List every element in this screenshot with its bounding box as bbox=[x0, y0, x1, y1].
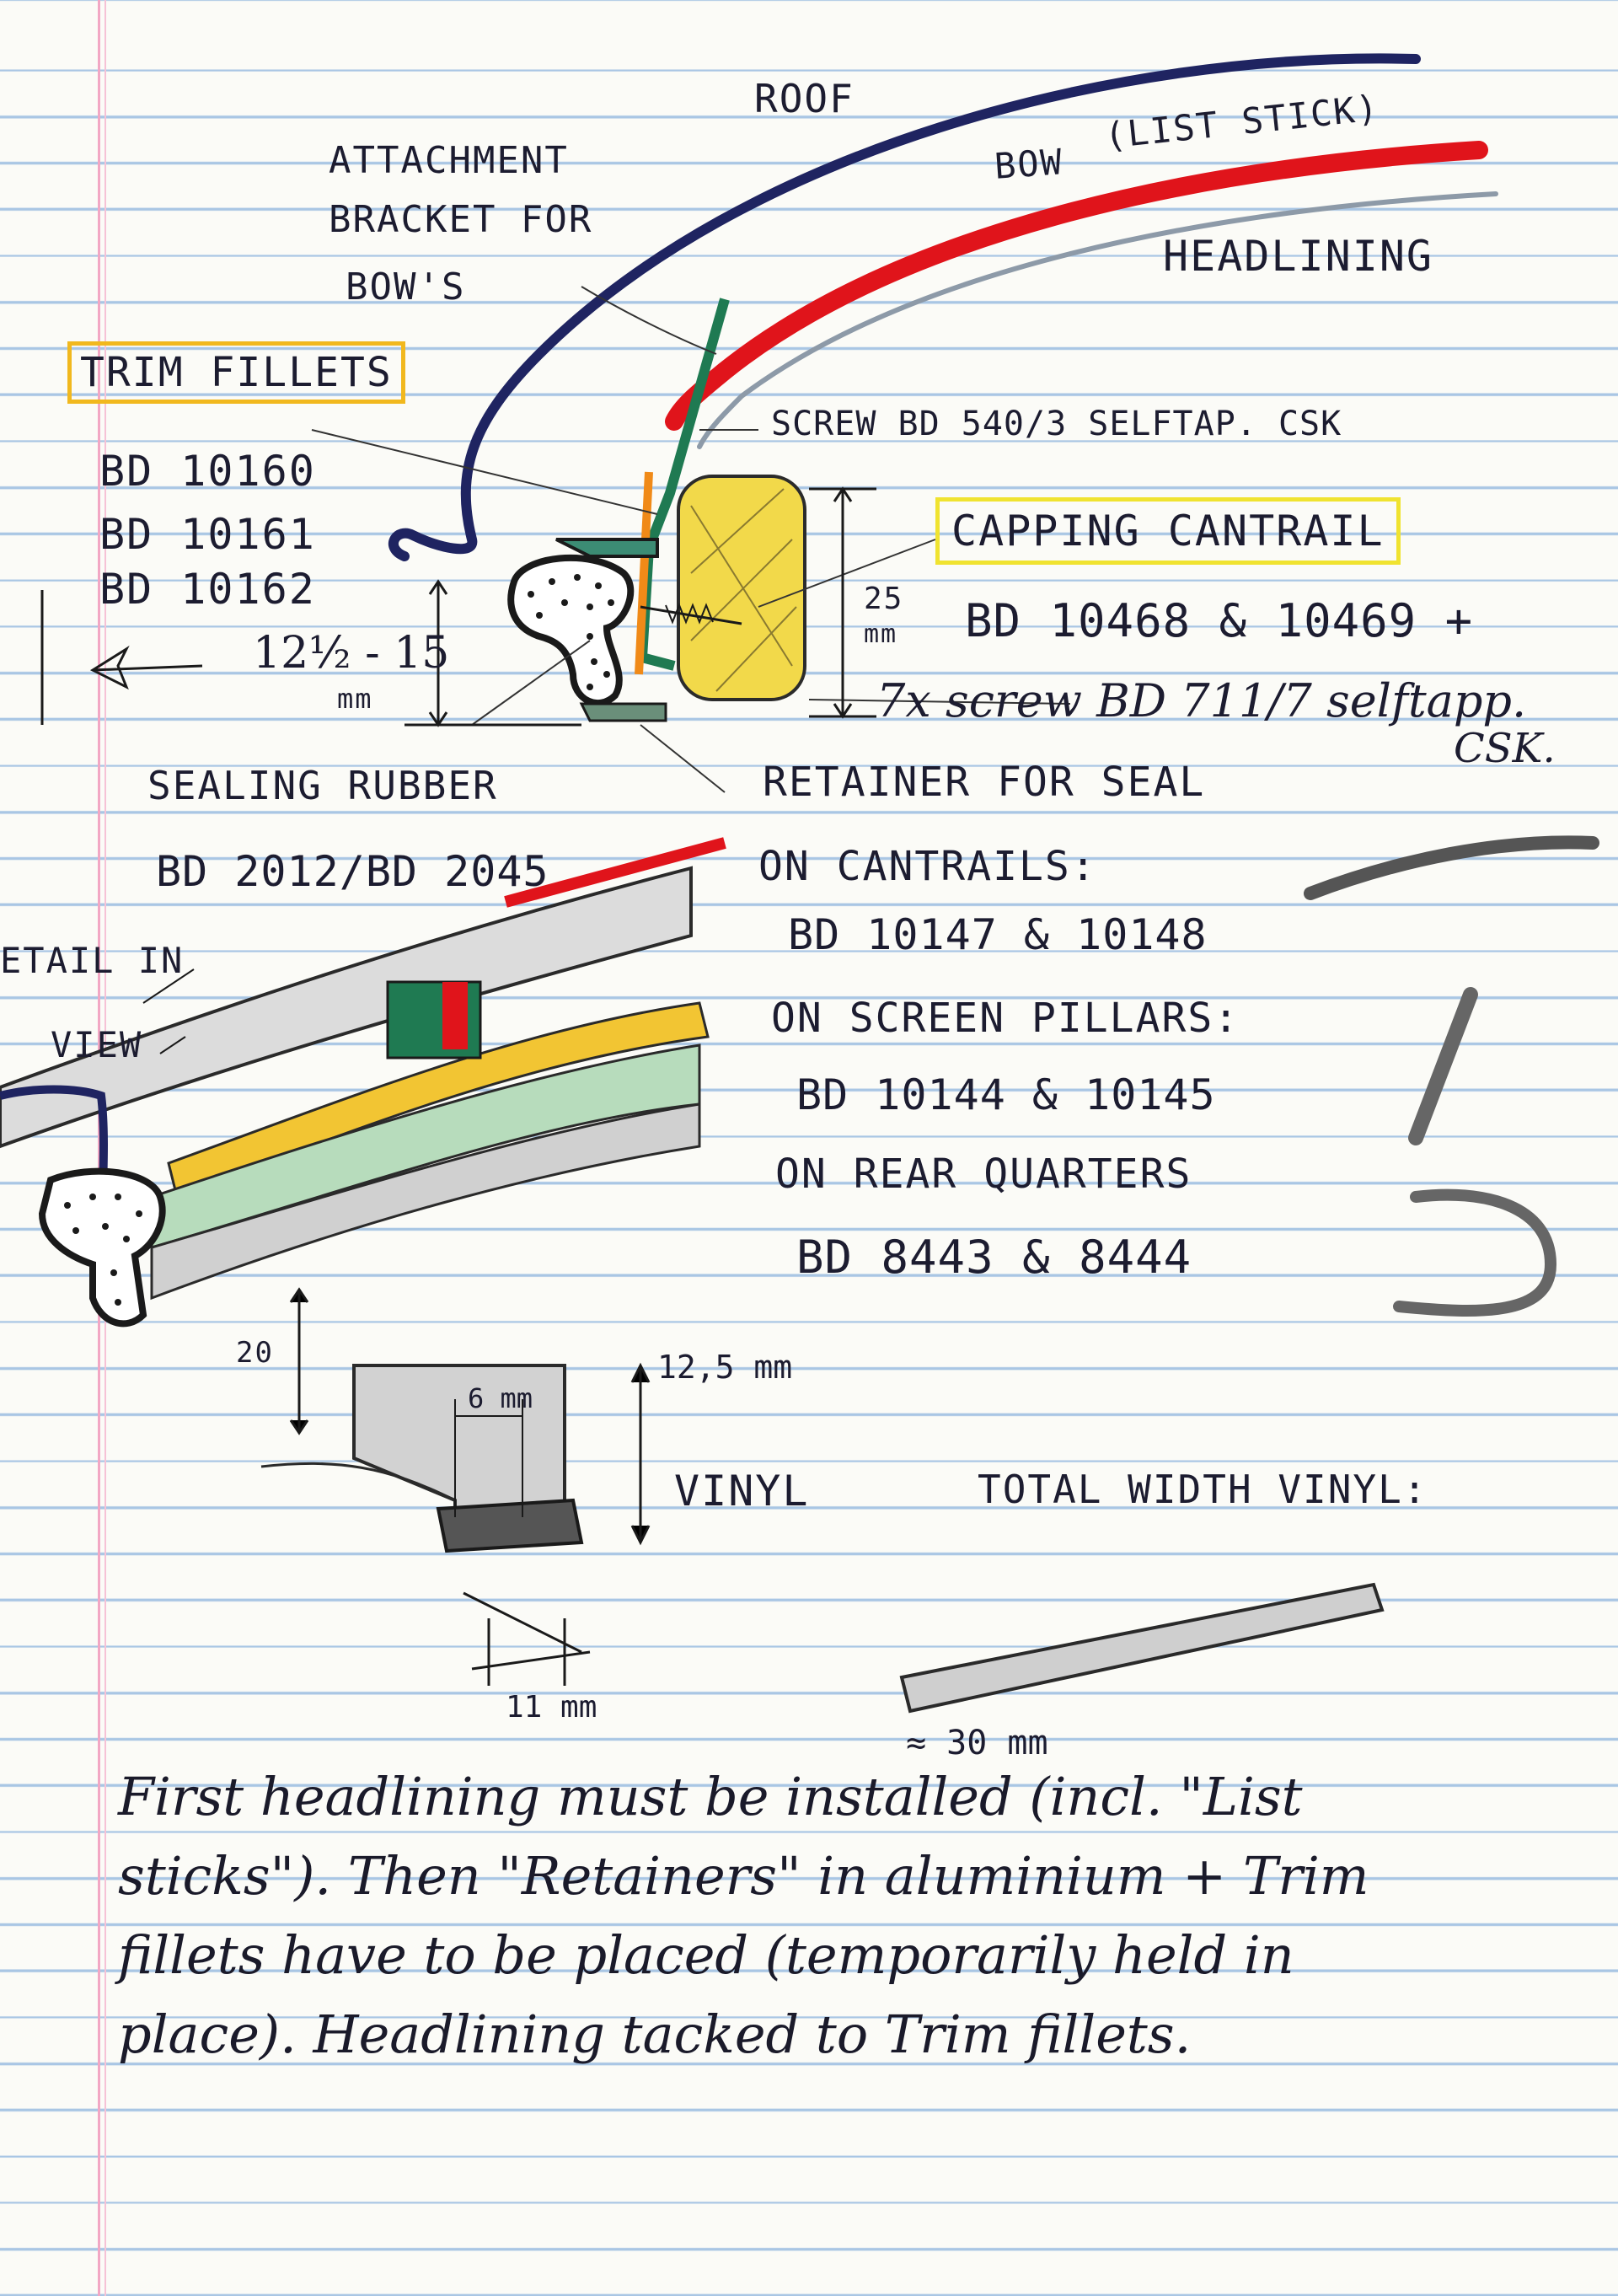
trim-fillet-part-1: BD 10160 bbox=[99, 447, 316, 496]
dim-11-label: 11 mm bbox=[506, 1690, 597, 1725]
trim-fillet-part-2: BD 10161 bbox=[99, 510, 316, 559]
capping-cantrail-parts: BD 10468 & 10469 + bbox=[965, 594, 1474, 647]
dim-20-label: 20 bbox=[236, 1336, 274, 1370]
on-screen-pillars-parts: BD 10144 & 10145 bbox=[796, 1070, 1216, 1119]
on-cantrails-label: ON CANTRAILS: bbox=[758, 843, 1097, 890]
cutaway-seal bbox=[38, 1167, 166, 1328]
screw-shape bbox=[640, 605, 742, 625]
vinyl-fillet-base bbox=[436, 1498, 584, 1553]
vinyl-strip bbox=[899, 1582, 1385, 1714]
rear-quarter-retainer-sketch bbox=[1393, 1188, 1557, 1317]
screw-bottom-label: 7x screw BD 711/7 selftapp. bbox=[876, 674, 1527, 727]
bow-line bbox=[665, 141, 1488, 431]
note-line-2: sticks"). Then "Retainers" in aluminium … bbox=[118, 1845, 1369, 1907]
attachment-bracket-label-2: BRACKET FOR bbox=[329, 198, 593, 241]
retainer-shape bbox=[579, 702, 667, 722]
dim-6-label: 6 mm bbox=[468, 1382, 533, 1414]
headlining-label: HEADLINING bbox=[1163, 232, 1434, 281]
cantrail-wood bbox=[677, 475, 806, 701]
trim-fillets-title: TRIM FILLETS bbox=[67, 341, 405, 404]
note-line-4: place). Headlining tacked to Trim fillet… bbox=[118, 2004, 1192, 2065]
vinyl-label: VINYL bbox=[674, 1467, 810, 1515]
on-rear-quarters-parts: BD 8443 & 8444 bbox=[796, 1231, 1192, 1284]
dim-12-5-label: 12,5 mm bbox=[657, 1349, 793, 1386]
sealing-rubber-shape bbox=[507, 554, 635, 707]
detail-in-label: ETAIL IN bbox=[0, 940, 185, 981]
sealing-rubber-label: SEALING RUBBER bbox=[147, 763, 498, 808]
note-line-1: First headlining must be installed (incl… bbox=[118, 1766, 1303, 1827]
on-cantrails-parts: BD 10147 & 10148 bbox=[788, 910, 1208, 959]
dim-25-unit: mm bbox=[864, 620, 898, 649]
screw-top-label: SCREW BD 540/3 SELFTAP. CSK bbox=[771, 405, 1342, 443]
screw-bottom-csk: CSK. bbox=[1454, 725, 1556, 772]
cutaway-grey bbox=[0, 866, 693, 1149]
bow-label: BOW bbox=[993, 141, 1065, 187]
pillar-retainer-sketch bbox=[1408, 987, 1478, 1145]
attachment-bracket-label-1: ATTACHMENT bbox=[329, 139, 569, 182]
attachment-bracket-label-3: BOW'S bbox=[346, 266, 466, 308]
sealing-rubber-parts: BD 2012/BD 2045 bbox=[156, 847, 549, 896]
cutaway-green bbox=[150, 1043, 701, 1250]
margin-line bbox=[98, 0, 100, 2296]
trim-fillet-shape bbox=[635, 471, 653, 675]
dim-12-15-unit: mm bbox=[337, 683, 373, 715]
view-label: VIEW bbox=[51, 1024, 143, 1065]
installation-note: First headlining must be installed (incl… bbox=[118, 1757, 1551, 2074]
on-screen-pillars-label: ON SCREEN PILLARS: bbox=[771, 995, 1240, 1042]
roof-label: ROOF bbox=[754, 76, 855, 121]
dim-30-label: ≈ 30 mm bbox=[906, 1724, 1048, 1762]
trim-fillet-part-3: BD 10162 bbox=[99, 565, 316, 614]
on-rear-quarters-label: ON REAR QUARTERS bbox=[775, 1151, 1192, 1198]
retainer-label: RETAINER FOR SEAL bbox=[763, 759, 1206, 806]
note-line-3: fillets have to be placed (temporarily h… bbox=[118, 1924, 1294, 1986]
total-width-vinyl-label: TOTAL WIDTH VINYL: bbox=[978, 1467, 1428, 1512]
headlining-line bbox=[697, 191, 1498, 449]
cantrail-retainer-sketch bbox=[1304, 835, 1599, 900]
dim-12-15-label: 12½ - 15 bbox=[253, 628, 450, 679]
roof-line bbox=[388, 53, 1421, 561]
capping-cantrail-title: CAPPING CANTRAIL bbox=[935, 497, 1401, 565]
dim-25-label: 25 bbox=[864, 582, 904, 616]
